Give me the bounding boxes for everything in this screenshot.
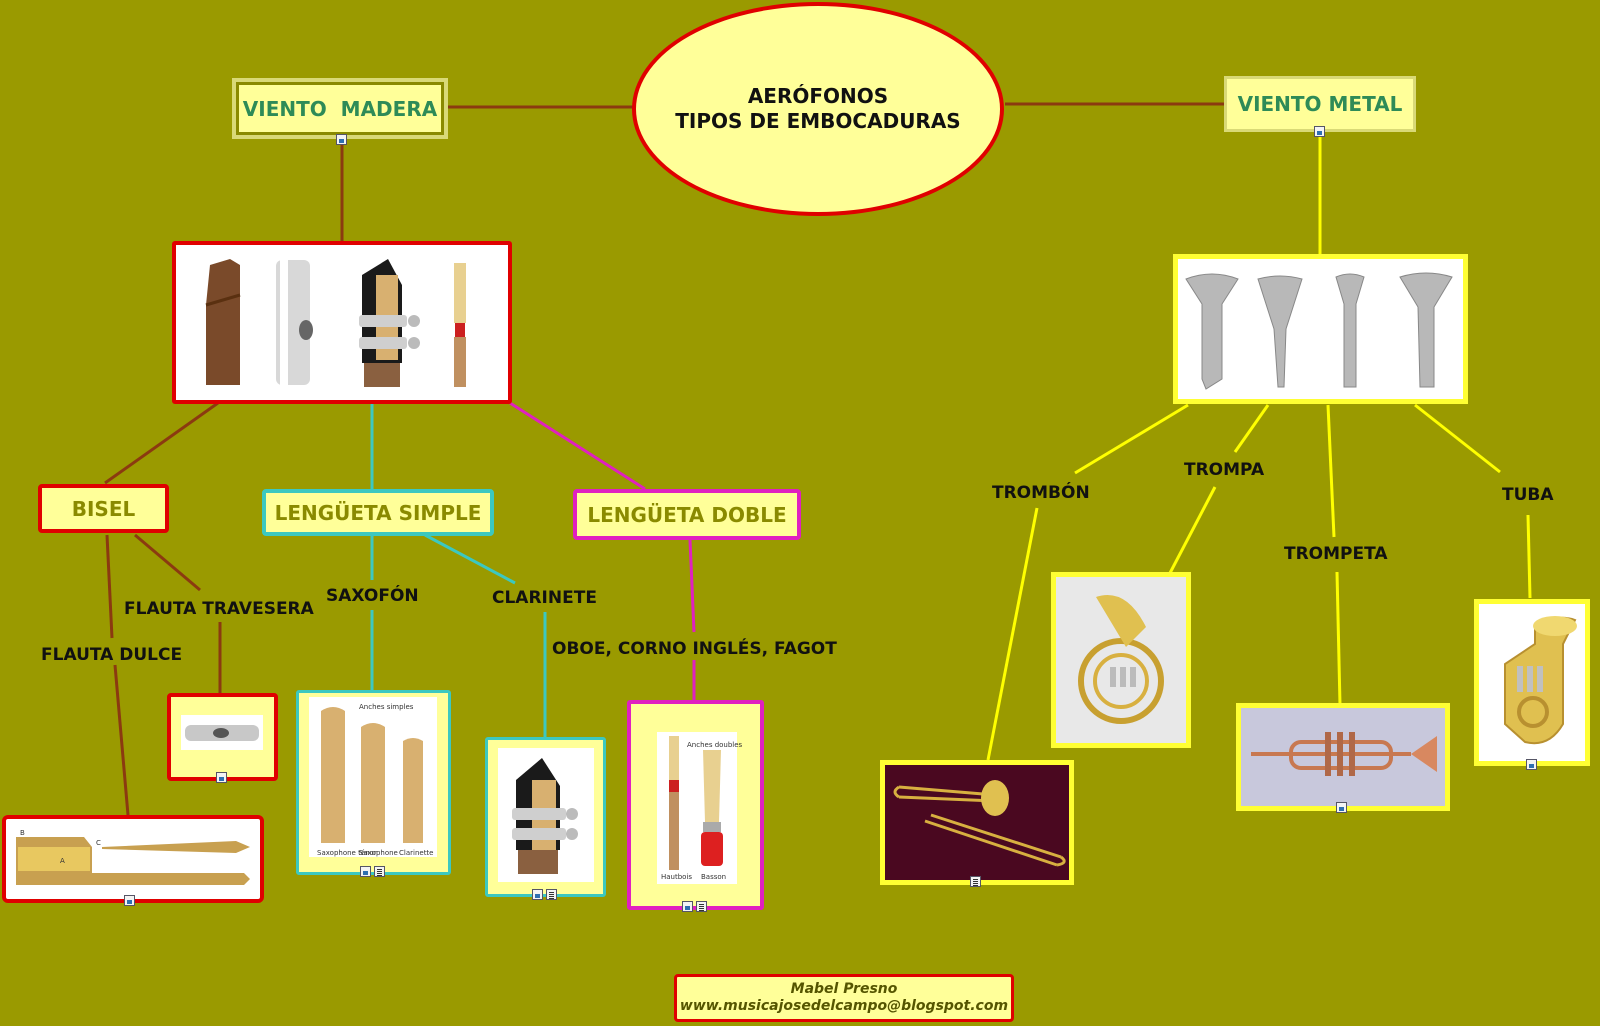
fig-b-label: B	[20, 829, 25, 837]
image-attachment-icon[interactable]	[1526, 759, 1537, 770]
viento-metal-node[interactable]: VIENTO METAL	[1224, 76, 1416, 132]
doble-reeds-image[interactable]: Anches doubles Hautbois Basson	[627, 700, 764, 910]
brass-mouthpiece-2	[1257, 275, 1303, 388]
lengueta-doble-node[interactable]: LENGÜETA DOBLE	[573, 489, 801, 540]
recorder-head-shape	[206, 259, 240, 385]
sax-tenor-label: Saxophone ténor	[317, 849, 377, 857]
image-attachment-icon[interactable]	[1336, 802, 1347, 813]
trombon-image[interactable]	[880, 760, 1074, 885]
line-mouthpieces-trompa	[1233, 404, 1270, 453]
credit-url[interactable]: www.musicajosedelcampo@blogspot.com	[679, 998, 1009, 1014]
line-mouthpieces-doble	[509, 401, 646, 491]
note-attachment-icon[interactable]	[374, 866, 385, 877]
line-bisel-dulce	[105, 534, 114, 639]
double-reed-shape	[454, 263, 466, 323]
line-dulce-img	[113, 664, 130, 816]
brass-mouthpieces-image[interactable]	[1173, 254, 1468, 404]
bisel-label: BISEL	[71, 496, 136, 521]
lengueta-simple-node[interactable]: LENGÜETA SIMPLE	[262, 489, 494, 536]
clarinette-label: Clarinette	[399, 849, 433, 857]
lengueta-simple-label: LENGÜETA SIMPLE	[274, 500, 482, 525]
trompa-label: TROMPA	[1184, 460, 1265, 480]
brass-mouthpiece-1	[1185, 273, 1239, 390]
credit-box[interactable]: Mabel Presno www.musicajosedelcampo@blog…	[674, 974, 1014, 1022]
bisel-node[interactable]: BISEL	[38, 484, 169, 533]
trombon-label: TROMBÓN	[992, 483, 1090, 503]
image-attachment-icon[interactable]	[682, 901, 693, 912]
viento-metal-label: VIENTO METAL	[1237, 92, 1403, 116]
line-mouthpieces-bisel	[104, 401, 219, 485]
tuba-label: TUBA	[1502, 485, 1554, 505]
clarinete-label: CLARINETE	[492, 588, 597, 608]
woodwind-mouthpieces-drawing	[205, 259, 466, 387]
anches-simples-label: Anches simples	[359, 703, 414, 711]
image-attachment-icon[interactable]	[216, 772, 227, 783]
image-attachment-icon[interactable]	[124, 895, 135, 906]
brass-mouthpiece-4	[1399, 272, 1453, 388]
line-simple-clarinete	[424, 533, 516, 585]
woodwind-mouthpieces-image[interactable]	[172, 241, 512, 404]
line-doble-oboe	[688, 539, 696, 633]
brass-mouthpiece-3	[1335, 273, 1365, 388]
viento-madera-node[interactable]: VIENTO MADERA	[232, 78, 448, 139]
center-node[interactable]: AERÓFONOS TIPOS DE EMBOCADURAS	[632, 2, 1004, 216]
flauta-travesera-label: FLAUTA TRAVESERA	[124, 599, 314, 619]
line-trombon-img	[986, 507, 1039, 761]
viento-madera-label: VIENTO MADERA	[242, 96, 438, 121]
clarinet-mouthpiece-drawing	[498, 748, 594, 882]
clarinete-mouthpiece-image[interactable]	[485, 737, 606, 897]
note-attachment-icon[interactable]	[546, 889, 557, 900]
trompeta-image[interactable]	[1236, 703, 1450, 811]
recorder-section-drawing: B C A	[16, 829, 250, 885]
line-trompeta-img	[1335, 571, 1342, 706]
line-trompa-img	[1168, 486, 1217, 574]
anches-doubles-label: Anches doubles	[687, 741, 743, 749]
tuba-drawing	[1504, 616, 1577, 745]
center-title-line2: TIPOS DE EMBOCADURAS	[675, 109, 961, 133]
image-attachment-icon[interactable]	[360, 866, 371, 877]
image-attachment-icon[interactable]	[1314, 126, 1325, 137]
basson-label: Basson	[701, 873, 726, 881]
tuba-image[interactable]	[1474, 599, 1590, 766]
saxofon-reeds-image[interactable]: Anches simples Saxophone ténor Saxophone…	[296, 690, 451, 875]
saxophone-reeds-drawing: Anches simples Saxophone ténor Saxophone…	[309, 697, 437, 857]
line-mouthpieces-trombon	[1074, 403, 1189, 475]
trompeta-label: TROMPETA	[1284, 544, 1388, 564]
center-title-line1: AERÓFONOS	[747, 84, 889, 108]
flauta-travesera-image[interactable]	[167, 693, 278, 781]
note-attachment-icon[interactable]	[696, 901, 707, 912]
brass-mouthpieces-drawing	[1185, 272, 1453, 390]
sax-label: Saxophone	[359, 849, 398, 857]
oboe-label: OBOE, CORNO INGLÉS, FAGOT	[552, 639, 837, 659]
double-reeds-drawing: Anches doubles Hautbois Basson	[657, 732, 743, 884]
line-tuba-img	[1526, 514, 1532, 599]
image-attachment-icon[interactable]	[532, 889, 543, 900]
flauta-dulce-diagram[interactable]: B C A	[2, 815, 264, 903]
flauta-dulce-label: FLAUTA DULCE	[41, 645, 183, 665]
saxofon-label: SAXOFÓN	[326, 586, 419, 606]
trumpet-drawing	[1241, 708, 1445, 806]
lengueta-doble-label: LENGÜETA DOBLE	[587, 502, 787, 527]
fig-c-label: C	[96, 839, 101, 847]
hautbois-label: Hautbois	[661, 873, 692, 881]
flute-embouchure-drawing	[181, 715, 263, 750]
note-attachment-icon[interactable]	[970, 876, 981, 887]
french-horn-drawing	[1056, 577, 1186, 743]
line-mouthpieces-tuba	[1414, 403, 1501, 474]
trompa-image[interactable]	[1051, 572, 1191, 748]
trombone-drawing	[885, 765, 1069, 880]
credit-author: Mabel Presno	[790, 981, 898, 997]
line-mouthpieces-trompeta	[1326, 404, 1336, 538]
line-bisel-travesera	[134, 533, 201, 592]
fig-a-label: A	[60, 857, 65, 865]
image-attachment-icon[interactable]	[336, 134, 347, 145]
